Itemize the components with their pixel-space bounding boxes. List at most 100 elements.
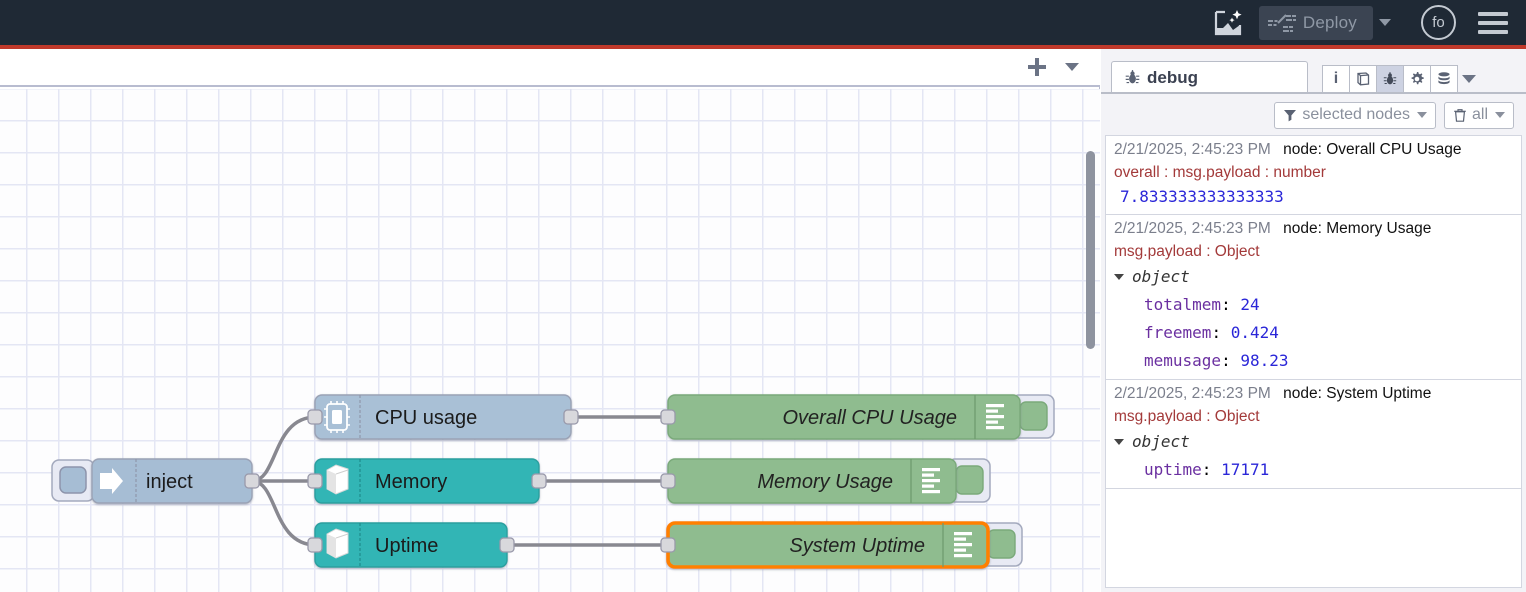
stack-icon: [1438, 72, 1450, 85]
debug-message-topic: overall : msg.payload : number: [1114, 164, 1326, 181]
output-port[interactable]: [499, 537, 515, 553]
debug-prop-value: 0.424: [1230, 323, 1279, 342]
funnel-icon: [1284, 110, 1297, 122]
debug-message-value: 7.833333333333333: [1120, 187, 1284, 206]
debug-object-prop: memusage: 98.23: [1114, 347, 1521, 375]
node-label: inject: [146, 471, 193, 493]
debug-message-header: 2/21/2025, 2:45:23 PM node: Overall CPU …: [1114, 138, 1521, 162]
node-debug-memory-usage[interactable]: Memory Usage: [660, 458, 991, 504]
sidebar-tool-info[interactable]: i: [1322, 65, 1350, 93]
avatar[interactable]: fo: [1421, 5, 1456, 40]
sidebar-tool-help[interactable]: [1349, 65, 1377, 93]
debug-lines-icon: [986, 404, 1004, 430]
node-label: Uptime: [375, 535, 438, 557]
flow-tab-menu-button[interactable]: [1054, 50, 1090, 84]
node-uptime[interactable]: Uptime: [307, 522, 515, 568]
chip-icon: [324, 401, 350, 433]
chevron-down-icon: [1462, 75, 1476, 83]
server-icon: [326, 464, 349, 495]
node-debug-overall-cpu-usage[interactable]: Overall CPU Usage: [660, 394, 1055, 440]
node-debug-system-uptime[interactable]: System Uptime: [660, 521, 1023, 569]
sidebar: debug i: [1101, 49, 1526, 592]
debug-toggle-inner: [955, 465, 984, 495]
debug-message[interactable]: 2/21/2025, 2:45:23 PM node: Overall CPU …: [1106, 136, 1521, 215]
input-port[interactable]: [660, 537, 676, 553]
input-port[interactable]: [307, 473, 323, 489]
sidebar-tool-debug[interactable]: [1376, 65, 1404, 93]
flow-graph: inject CPU usage: [51, 394, 1055, 569]
debug-lines-icon: [954, 532, 972, 558]
tab-debug[interactable]: debug: [1111, 61, 1308, 93]
debug-node-filter-button[interactable]: selected nodes: [1274, 101, 1436, 129]
chevron-down-icon: [1065, 63, 1079, 71]
workspace: inject CPU usage: [0, 49, 1100, 592]
avatar-label: fo: [1432, 14, 1445, 31]
debug-prop-value: 24: [1240, 295, 1260, 314]
tab-debug-label: debug: [1147, 67, 1198, 87]
debug-message-time: 2/21/2025, 2:45:23 PM: [1114, 141, 1271, 158]
debug-message[interactable]: 2/21/2025, 2:45:23 PM node: Memory Usage…: [1106, 215, 1521, 380]
sidebar-tools-more-button[interactable]: [1457, 65, 1481, 93]
flow-tab-bar: [0, 49, 1100, 87]
debug-prop-key: uptime: [1144, 460, 1202, 479]
flow-canvas[interactable]: inject CPU usage: [0, 89, 1100, 592]
input-port[interactable]: [307, 537, 323, 553]
trash-icon: [1454, 108, 1466, 122]
hamburger-menu-icon[interactable]: [1478, 8, 1508, 38]
app-header: Deploy fo: [0, 0, 1526, 45]
deploy-button[interactable]: Deploy: [1258, 5, 1373, 40]
debug-object-toggle-row[interactable]: object: [1114, 428, 1521, 456]
debug-filter-row: selected nodes all: [1101, 97, 1526, 133]
sidebar-tab-row: debug i: [1101, 55, 1526, 93]
input-port[interactable]: [307, 409, 323, 425]
debug-message[interactable]: 2/21/2025, 2:45:23 PM node: System Uptim…: [1106, 380, 1521, 489]
debug-message-header: 2/21/2025, 2:45:23 PM node: Memory Usage: [1114, 217, 1521, 241]
triangle-down-icon: [1114, 439, 1124, 445]
debug-prop-value: 17171: [1221, 460, 1270, 479]
node-cpu-usage[interactable]: CPU usage: [307, 394, 579, 440]
flow-assistant-sparkle-icon[interactable]: [1211, 6, 1245, 40]
debug-prop-key: freemem: [1144, 323, 1212, 342]
debug-message-topic: msg.payload : Object: [1114, 408, 1260, 425]
debug-message-node: node: Memory Usage: [1283, 220, 1432, 237]
debug-message-header: 2/21/2025, 2:45:23 PM node: System Uptim…: [1114, 382, 1521, 406]
output-port[interactable]: [531, 473, 547, 489]
debug-object-label: object: [1132, 432, 1190, 451]
sidebar-tool-config[interactable]: [1403, 65, 1431, 93]
debug-prop-key: totalmem: [1144, 295, 1222, 314]
debug-message-topic: msg.payload : Object: [1114, 243, 1260, 260]
add-flow-button[interactable]: [1020, 50, 1054, 84]
input-port[interactable]: [660, 473, 676, 489]
arrow-right-icon: [100, 468, 123, 494]
gear-icon: [1411, 72, 1424, 85]
sidebar-tool-buttons: i: [1322, 65, 1481, 93]
output-port[interactable]: [563, 409, 579, 425]
sidebar-tool-context[interactable]: [1430, 65, 1458, 93]
chevron-down-icon: [1379, 19, 1391, 26]
plus-icon: [1028, 58, 1046, 76]
debug-node-filter-label: selected nodes: [1302, 106, 1410, 123]
debug-message-list[interactable]: 2/21/2025, 2:45:23 PM node: Overall CPU …: [1105, 135, 1522, 588]
book-icon: [1357, 72, 1370, 86]
canvas-vertical-scrollbar[interactable]: [1086, 151, 1095, 349]
debug-message-time: 2/21/2025, 2:45:23 PM: [1114, 385, 1271, 402]
debug-clear-label: all: [1471, 106, 1488, 123]
debug-clear-button[interactable]: all: [1443, 101, 1514, 129]
chevron-down-icon: [1416, 112, 1427, 118]
bug-icon: [1125, 70, 1140, 84]
debug-toggle-inner: [987, 529, 1016, 559]
deploy-dropdown-button[interactable]: [1371, 6, 1399, 40]
debug-object-toggle-row[interactable]: object: [1114, 263, 1521, 291]
debug-prop-value: 98.23: [1240, 351, 1289, 370]
output-port[interactable]: [244, 473, 260, 489]
debug-toggle-inner: [1019, 401, 1048, 431]
node-label: CPU usage: [375, 407, 477, 429]
debug-prop-key: memusage: [1144, 351, 1222, 370]
input-port[interactable]: [660, 409, 676, 425]
debug-object-prop: freemem: 0.424: [1114, 319, 1521, 347]
server-icon: [326, 528, 349, 559]
node-memory[interactable]: Memory: [307, 458, 547, 504]
sidebar-tab-underline: [1101, 92, 1526, 94]
node-inject[interactable]: inject: [51, 458, 260, 504]
